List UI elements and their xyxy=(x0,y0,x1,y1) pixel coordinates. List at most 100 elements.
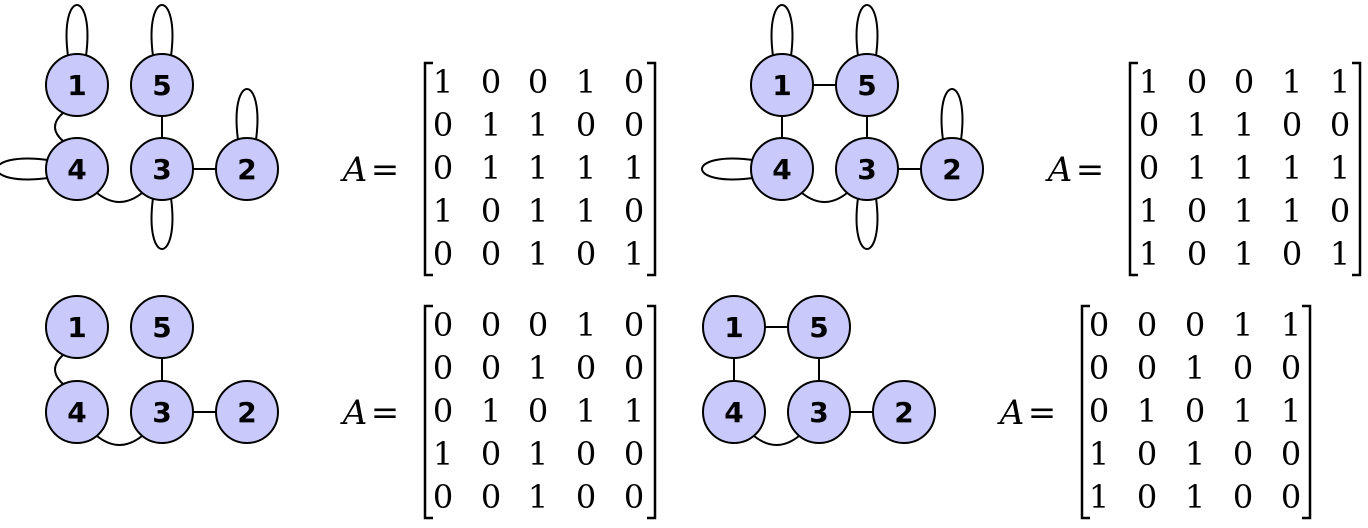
matrix-entry: 0 xyxy=(433,106,453,144)
node-circle xyxy=(45,380,109,444)
matrix-entry: 1 xyxy=(481,392,501,430)
node-3: 3 xyxy=(130,380,194,444)
matrix-entry: 0 xyxy=(576,106,596,144)
node-circle xyxy=(920,137,984,201)
edge-4-3 xyxy=(801,192,848,203)
node-2: 2 xyxy=(215,380,279,444)
matrix-symbol: A xyxy=(340,393,368,433)
matrix-entry: 1 xyxy=(433,192,453,230)
edges xyxy=(733,326,873,446)
self-loop-4 xyxy=(0,157,49,181)
matrix-entry: 1 xyxy=(481,149,501,187)
node-label: 4 xyxy=(772,153,791,186)
matrix-entry: 0 xyxy=(481,349,501,387)
matrix-entry: 1 xyxy=(433,435,453,473)
matrix-entry: 0 xyxy=(481,192,501,230)
node-4: 4 xyxy=(702,380,766,444)
matrix-entry: 0 xyxy=(1187,235,1207,273)
matrix-entry: 1 xyxy=(1234,149,1254,187)
left-bracket xyxy=(1080,304,1090,520)
matrix-entry: 1 xyxy=(1137,392,1157,430)
node-3: 3 xyxy=(835,137,899,201)
node-circle xyxy=(45,295,109,359)
matrix-entry: 1 xyxy=(481,106,501,144)
matrix-entry: 1 xyxy=(1234,192,1254,230)
matrix-entry: 1 xyxy=(528,106,548,144)
node-circle xyxy=(45,53,109,117)
node-5: 5 xyxy=(130,295,194,359)
matrix-entry: 0 xyxy=(1234,63,1254,101)
matrix-entry: 1 xyxy=(576,63,596,101)
node-circle xyxy=(130,295,194,359)
node-5: 5 xyxy=(835,53,899,117)
matrix-entry: 0 xyxy=(624,349,644,387)
matrix-entry: 0 xyxy=(481,63,501,101)
matrix-entry: 0 xyxy=(433,149,453,187)
node-circle xyxy=(750,137,814,201)
matrix-entry: 1 xyxy=(1139,63,1159,101)
nodes: 1 2 345 xyxy=(45,295,279,444)
node-label: 4 xyxy=(724,396,743,429)
node-label: 1 xyxy=(724,311,743,344)
node-label: 5 xyxy=(857,69,876,102)
matrix-entry: 0 xyxy=(1330,106,1350,144)
node-4: 4 xyxy=(45,137,109,201)
matrix-entry: 0 xyxy=(624,192,644,230)
matrix-entry: 0 xyxy=(1185,306,1205,344)
node-1: 1 xyxy=(45,295,109,359)
node-2: 2 xyxy=(872,380,936,444)
edges xyxy=(54,112,216,203)
node-circle xyxy=(130,53,194,117)
matrix-entry: 0 xyxy=(1187,63,1207,101)
matrix-entry: 0 xyxy=(576,235,596,273)
equals-sign: = xyxy=(371,393,400,433)
node-label: 1 xyxy=(67,311,86,344)
self-loop-3 xyxy=(855,197,879,250)
matrix-entry: 0 xyxy=(433,306,453,344)
edge-1-4 xyxy=(54,354,64,385)
node-1: 1 xyxy=(750,53,814,117)
matrix-entry: 1 xyxy=(624,149,644,187)
right-bracket xyxy=(1352,61,1362,277)
node-label: 4 xyxy=(67,153,86,186)
matrix-entry: 0 xyxy=(624,106,644,144)
matrix-entry: 0 xyxy=(1185,392,1205,430)
node-circle xyxy=(835,137,899,201)
node-circle xyxy=(130,380,194,444)
node-label: 2 xyxy=(237,396,256,429)
self-loop-2 xyxy=(235,88,259,141)
edges xyxy=(781,84,921,203)
node-circle xyxy=(872,380,936,444)
right-bracket xyxy=(1302,304,1312,520)
matrix-entry: 1 xyxy=(1330,149,1350,187)
node-circle xyxy=(750,53,814,117)
node-4: 4 xyxy=(45,380,109,444)
matrix-entry: 0 xyxy=(1089,349,1109,387)
node-label: 2 xyxy=(894,396,913,429)
equals-sign: = xyxy=(1076,150,1105,190)
matrix-entry: 0 xyxy=(576,435,596,473)
node-circle xyxy=(787,295,851,359)
matrix-entry: 1 xyxy=(528,149,548,187)
matrix-entry: 1 xyxy=(528,192,548,230)
self-loop-3 xyxy=(150,197,174,250)
matrix-entry: 0 xyxy=(1089,392,1109,430)
matrix-entry: 1 xyxy=(624,235,644,273)
matrix-entry: 0 xyxy=(624,435,644,473)
node-2: 2 xyxy=(920,137,984,201)
self-loop-2 xyxy=(940,88,964,141)
left-bracket xyxy=(423,61,433,277)
self-loop-5 xyxy=(150,4,174,57)
matrix-entry: 1 xyxy=(1233,306,1253,344)
matrix-entry: 0 xyxy=(576,349,596,387)
self-loop-5 xyxy=(855,4,879,57)
edge-4-3 xyxy=(96,435,143,446)
matrix-entry: 0 xyxy=(1233,478,1253,516)
matrix-entry: 0 xyxy=(433,349,453,387)
matrix-entry: 1 xyxy=(1089,478,1109,516)
